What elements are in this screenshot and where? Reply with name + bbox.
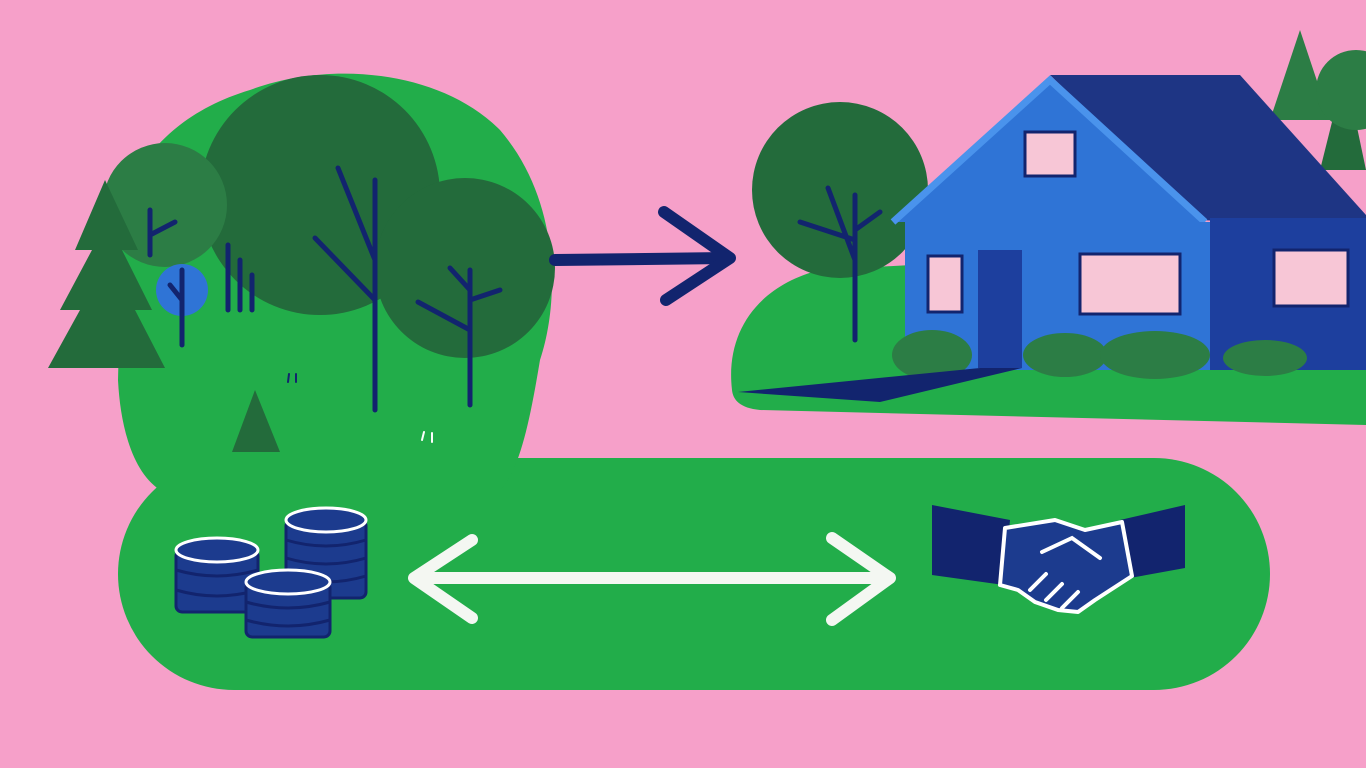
handshake-icon [932,505,1185,614]
back-bush [1316,50,1366,130]
house-tree-canopy [752,102,928,278]
left-sleeve [932,505,1010,585]
coin-stack-front [244,568,332,639]
house-tree-branches [797,185,883,343]
front-left-window [926,254,964,314]
house-bush-4 [1223,340,1307,376]
coin-stack-icon [174,506,368,639]
house-roof [1050,75,1366,228]
forest-icon [48,73,555,490]
tree-branches [147,165,503,413]
small-pine-icon [232,390,280,452]
forest-right-canopy [375,178,555,358]
double-arrow-icon [408,532,896,626]
house-bush-2 [1023,333,1107,377]
house-gable-trim [890,75,1208,225]
house-path [738,368,1022,402]
house-bush-1 [892,330,972,380]
arrow-right-icon [549,206,736,306]
attic-window [1023,130,1077,178]
house-icon [731,30,1366,425]
pine-tree-icon [48,180,165,368]
front-right-window [1078,252,1182,316]
house-door [978,250,1022,368]
grass-tufts [287,373,433,443]
right-sleeve [1120,505,1185,578]
side-window [1272,248,1350,308]
forest-left-canopy [103,143,227,267]
house-bush-3 [1100,331,1210,379]
back-pine-1 [1270,30,1330,120]
